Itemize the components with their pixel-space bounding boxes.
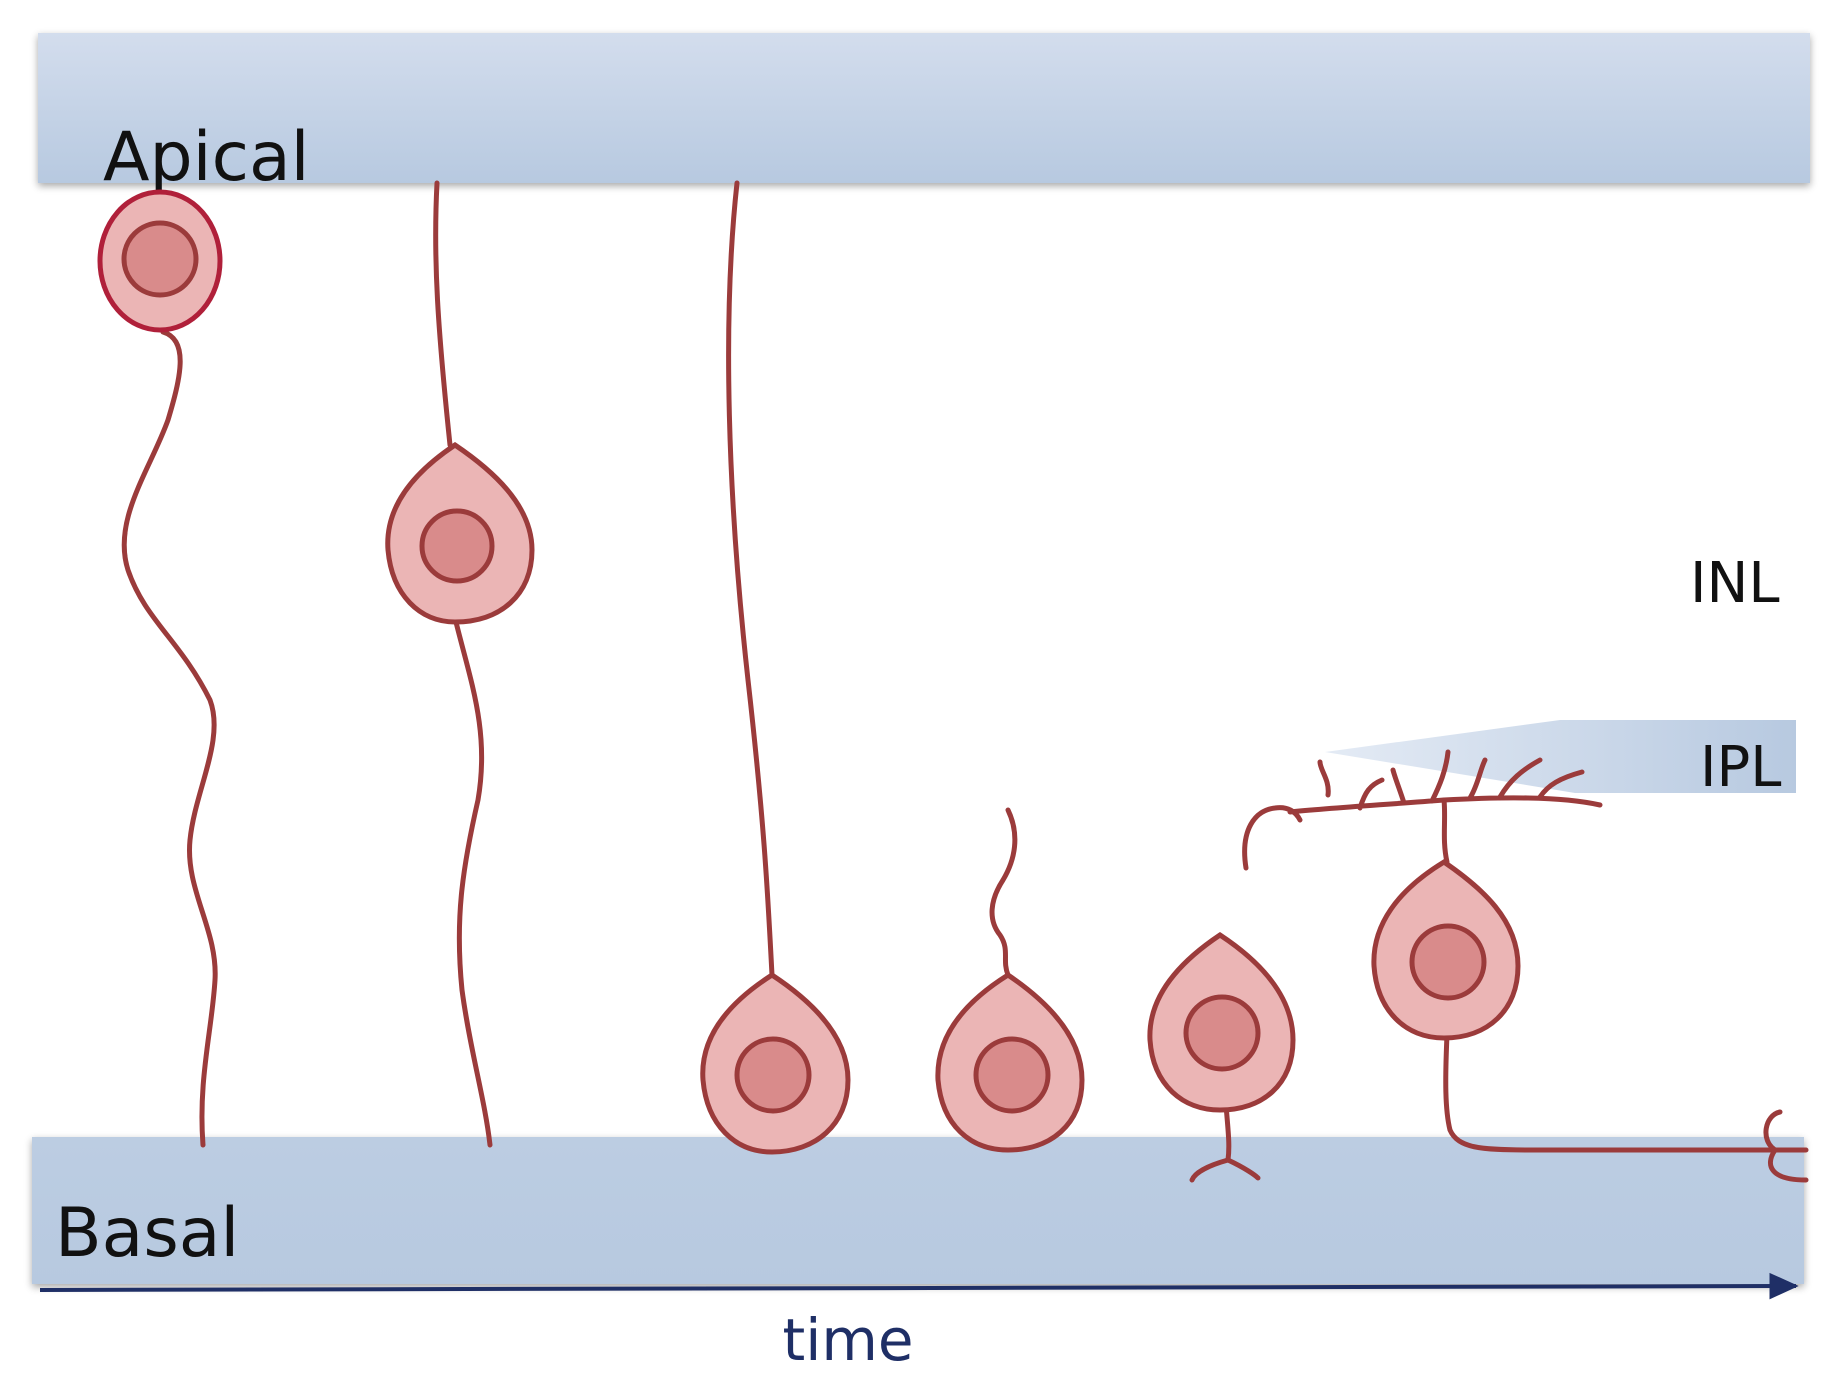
basal-layer [32,1137,1804,1284]
inl-label: INL [1690,551,1780,616]
cell-4-process [989,807,1018,978]
cell-1-nucleus [121,220,199,298]
cell-5-apical-process [1242,805,1303,871]
time-axis-arrow [39,1272,1799,1300]
cell-6-axon-terminal [1763,1109,1809,1183]
ipl-label: IPL [1700,735,1781,800]
cell-6-nucleus [1409,923,1487,1001]
cell-4-nucleus [973,1036,1051,1114]
cell-1-process [121,329,218,1148]
ipl-layer [1325,720,1796,793]
time-label: time [782,1306,913,1374]
cell-5-basal-branch-left [1189,1157,1231,1183]
apical-label: Apical [103,118,310,197]
cell-6-axon [1443,1032,1778,1153]
cell-2-apical-process [433,180,453,448]
cell-1-progenitor [97,189,223,1148]
cell-5-basal-branch-right [1225,1157,1261,1181]
cell-5-basal-process [1223,1102,1232,1163]
apical-layer [38,33,1810,183]
cell-3-migrating [700,180,851,1155]
cell-2-basal-process [452,615,493,1148]
cell-5-nucleus [1183,994,1261,1072]
cell-5-differentiating [1147,805,1303,1183]
cell-2-nucleus [419,508,495,584]
cell-3-nucleus [734,1036,812,1114]
cell-6-mature-neuron [1287,749,1809,1183]
cell-6-dendrite-arbor [1287,749,1603,815]
cell-2-migrating [385,180,535,1148]
cell-4-detached [935,807,1085,1153]
cell-6-dendrite-trunk [1441,797,1450,865]
basal-label: Basal [55,1194,239,1273]
cell-3-apical-process [726,180,775,978]
